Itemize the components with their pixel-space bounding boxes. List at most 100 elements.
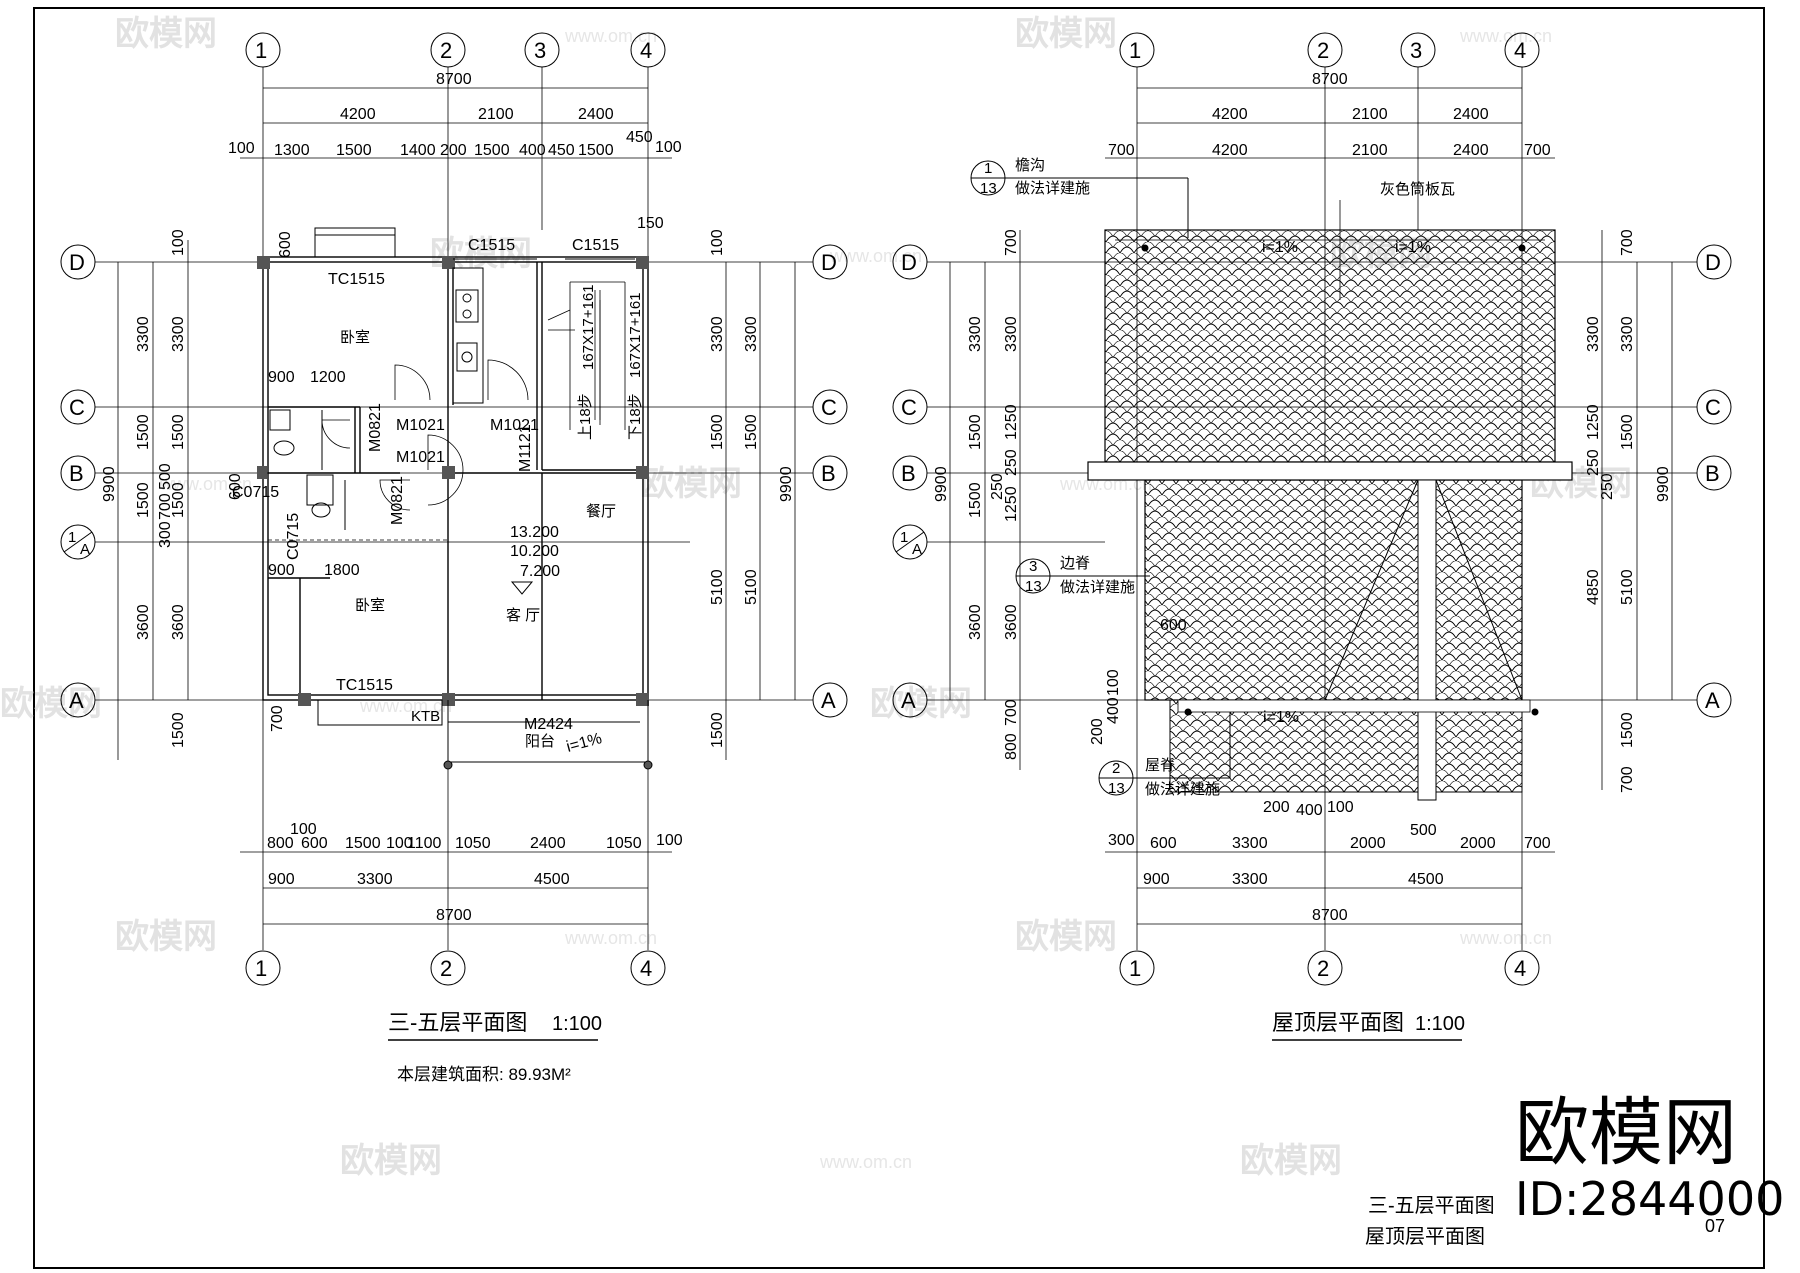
svg-text:2400: 2400 [1453, 106, 1489, 123]
svg-text:1500: 1500 [170, 712, 187, 748]
slope-tag: i=1% [1395, 239, 1431, 256]
svg-text:300: 300 [157, 521, 174, 548]
svg-text:450: 450 [548, 142, 575, 159]
svg-text:13: 13 [1108, 780, 1125, 797]
slope-tag: i=1% [1262, 239, 1298, 256]
window-tag: TC1515 [336, 677, 393, 694]
svg-text:1050: 1050 [455, 835, 491, 852]
title-line-2: 屋顶层平面图 [1365, 1226, 1485, 1248]
axis-label: 2 [440, 956, 452, 981]
svg-text:2000: 2000 [1350, 835, 1386, 852]
window-tag: C1515 [468, 237, 515, 254]
svg-text:1500: 1500 [743, 414, 760, 450]
svg-text:700: 700 [1619, 229, 1636, 256]
svg-text:100: 100 [656, 832, 683, 849]
svg-text:C: C [69, 395, 85, 420]
svg-text:4200: 4200 [1212, 106, 1248, 123]
watermark-url: www.om.cn [159, 474, 252, 494]
svg-text:D: D [821, 250, 837, 275]
axis-label: 4 [640, 38, 652, 63]
svg-text:400: 400 [519, 142, 546, 159]
svg-text:600: 600 [1160, 617, 1187, 634]
svg-text:4200: 4200 [340, 106, 376, 123]
svg-text:D: D [69, 250, 85, 275]
svg-text:700: 700 [1524, 835, 1551, 852]
svg-text:3600: 3600 [170, 604, 187, 640]
svg-text:900: 900 [1143, 871, 1170, 888]
svg-text:8700: 8700 [1312, 71, 1348, 88]
svg-text:250: 250 [1003, 449, 1020, 476]
svg-text:800: 800 [267, 835, 294, 852]
svg-text:3300: 3300 [1619, 316, 1636, 352]
svg-text:1: 1 [1129, 956, 1141, 981]
svg-text:1500: 1500 [709, 414, 726, 450]
door-tag: M0821 [389, 476, 406, 525]
svg-text:250: 250 [989, 473, 1006, 500]
room-bedroom-top: 卧室 [340, 329, 370, 346]
door-tag: M1121 [517, 424, 534, 472]
dims-top [240, 87, 672, 159]
svg-text:3: 3 [1410, 38, 1422, 63]
svg-text:5100: 5100 [743, 569, 760, 605]
svg-text:屋脊: 屋脊 [1145, 757, 1175, 774]
axis-label: 2 [440, 38, 452, 63]
svg-text:2: 2 [1112, 760, 1120, 777]
svg-text:3300: 3300 [1232, 871, 1268, 888]
svg-text:1250: 1250 [1003, 404, 1020, 440]
svg-text:B: B [821, 461, 836, 486]
roof-plan: 1 2 3 4 1 2 4 D C B 1A A D C B A [892, 32, 1732, 1041]
svg-text:1250: 1250 [1003, 486, 1020, 522]
svg-text:2100: 2100 [478, 106, 514, 123]
svg-text:4: 4 [1514, 956, 1526, 981]
svg-text:4500: 4500 [1408, 871, 1444, 888]
svg-text:1300: 1300 [274, 142, 310, 159]
svg-text:B: B [1705, 461, 1720, 486]
floor-plan-3-5: 1 2 3 4 1 2 4 D C B 1A A D C B A [60, 32, 848, 1084]
svg-text:A: A [69, 688, 84, 713]
door-tag: M2424 [524, 716, 573, 733]
svg-text:5100: 5100 [1619, 569, 1636, 605]
svg-text:150: 150 [637, 215, 664, 232]
svg-text:做法详建施: 做法详建施 [1060, 579, 1135, 596]
svg-text:1500: 1500 [1619, 414, 1636, 450]
svg-text:400: 400 [1296, 802, 1323, 819]
door-tag: M1021 [396, 449, 445, 466]
svg-text:3300: 3300 [1585, 316, 1602, 352]
svg-text:8700: 8700 [1312, 907, 1348, 924]
svg-text:1: 1 [900, 529, 908, 546]
dims-left-text: 9900 3300 1500 1500 3600 700 3300 1250 2… [933, 229, 1122, 760]
svg-text:900: 900 [268, 562, 295, 579]
plan-scale: 1:100 [1415, 1013, 1465, 1035]
svg-text:700: 700 [1003, 229, 1020, 256]
svg-text:1: 1 [984, 160, 992, 177]
roof-tiles [1087, 229, 1573, 801]
svg-text:3600: 3600 [967, 604, 984, 640]
svg-text:500: 500 [157, 463, 174, 490]
svg-text:A: A [912, 541, 922, 558]
svg-text:100: 100 [1327, 799, 1354, 816]
svg-text:C: C [1705, 395, 1721, 420]
svg-text:檐沟: 檐沟 [1015, 157, 1045, 174]
svg-text:100: 100 [1105, 669, 1122, 696]
svg-text:100: 100 [655, 139, 682, 156]
svg-text:9900: 9900 [1655, 466, 1672, 502]
svg-text:600: 600 [227, 473, 244, 500]
svg-text:700: 700 [1524, 142, 1551, 159]
svg-text:700: 700 [1619, 766, 1636, 793]
brand-stamp: 欧模网 ID:2844000 [1515, 1090, 1784, 1226]
svg-text:3300: 3300 [357, 871, 393, 888]
svg-text:边脊: 边脊 [1060, 555, 1090, 572]
axis-bubbles-rows: D C B 1A A D C B A [892, 244, 1732, 718]
axis-bubbles-bottom: 1 2 4 [1119, 950, 1540, 986]
axis-label: 1 [255, 38, 267, 63]
elevation: 7.200 [520, 563, 560, 580]
title-line-1: 三-五层平面图 [1368, 1195, 1495, 1217]
watermark-url: www.om.cn [819, 1152, 912, 1172]
watermark-url: www.om.cn [359, 696, 452, 716]
sheet-number: 07 [1705, 1216, 1725, 1236]
watermark-text: 欧模网 [1240, 1142, 1342, 1180]
svg-text:8700: 8700 [436, 907, 472, 924]
svg-text:D: D [1705, 250, 1721, 275]
svg-text:1400: 1400 [400, 142, 436, 159]
svg-text:800: 800 [1003, 733, 1020, 760]
